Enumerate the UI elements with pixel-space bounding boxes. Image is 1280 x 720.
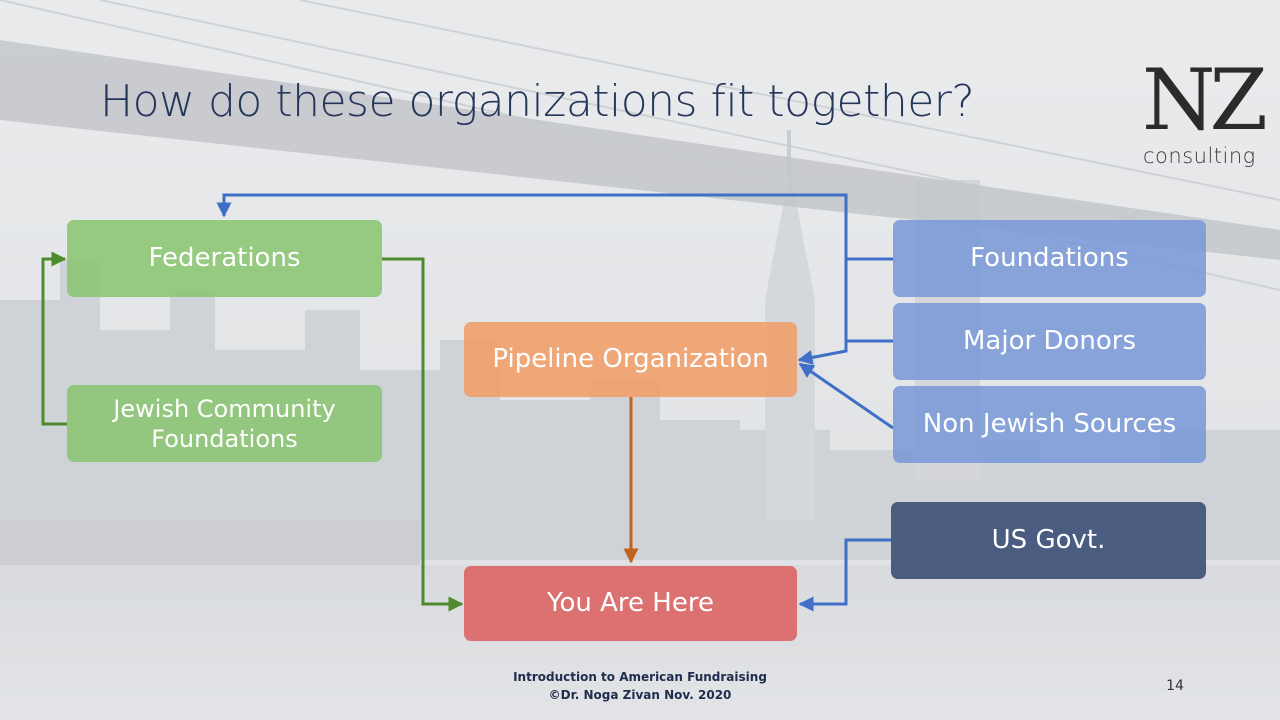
arrow-trunk-to-pipeline — [797, 341, 848, 365]
node-pipeline-organization: Pipeline Organization — [464, 322, 797, 397]
node-jcf-label-line2: Foundations — [151, 424, 298, 453]
node-non-jewish-label: Non Jewish Sources — [922, 409, 1177, 440]
node-major-donors: Major Donors — [893, 303, 1206, 380]
node-non-jewish-sources: Non Jewish Sources — [893, 386, 1206, 463]
footer-line-2: ©Dr. Noga Zivan Nov. 2020 — [548, 688, 732, 702]
page-number: 14 — [1166, 678, 1184, 694]
node-you-are-here: You Are Here — [464, 566, 797, 641]
arrow-nonjewish-to-pipeline — [798, 362, 894, 430]
node-federations-label: Federations — [148, 243, 301, 274]
node-federations: Federations — [67, 220, 382, 297]
slide-footer: Introduction to American Fundraising ©Dr… — [440, 668, 840, 704]
node-foundations-label: Foundations — [970, 243, 1129, 274]
arrow-jcf-to-federations — [41, 251, 67, 426]
arrow-donors-to-pipeline — [844, 259, 893, 343]
node-jcf-label-line1: Jewish Community — [113, 394, 336, 423]
node-foundations: Foundations — [893, 220, 1206, 297]
arrow-federations-to-you — [382, 257, 464, 612]
logo-wordmark: consulting — [1143, 144, 1256, 168]
node-you-are-here-label: You Are Here — [547, 588, 714, 619]
node-major-donors-label: Major Donors — [963, 326, 1136, 357]
footer-line-1: Introduction to American Fundraising — [513, 670, 767, 684]
node-jewish-community-foundations: Jewish Community Foundations — [67, 385, 382, 462]
arrow-foundations-to-federations — [216, 193, 893, 261]
node-us-govt: US Govt. — [891, 502, 1206, 579]
node-pipeline-label: Pipeline Organization — [492, 344, 769, 375]
slide-title: How do these organizations fit together? — [100, 76, 975, 127]
arrow-govt-to-you — [798, 538, 891, 612]
nz-consulting-logo: NZ consulting — [1138, 58, 1268, 174]
logo-mark: NZ — [1142, 51, 1268, 149]
node-us-govt-label: US Govt. — [991, 525, 1106, 556]
